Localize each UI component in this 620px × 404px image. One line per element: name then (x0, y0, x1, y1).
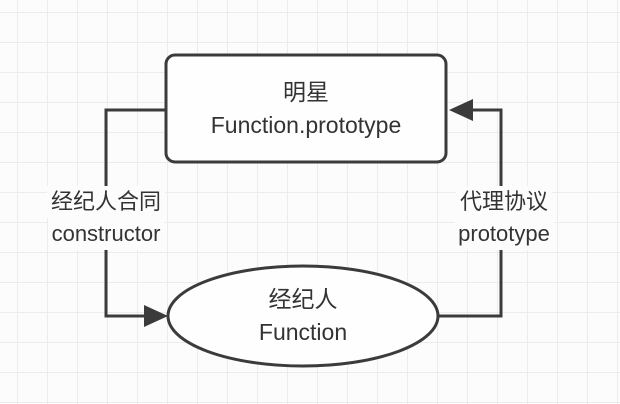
constructor-edge-label-zh: 经纪人合同 (46, 186, 166, 218)
star-node-shape (164, 53, 448, 164)
constructor-edge-arrowhead-icon (144, 305, 168, 327)
star-node-title: 明星 (283, 78, 329, 105)
constructor-edge-label: 经纪人合同 constructor (46, 186, 166, 250)
agent-node-subtitle: Function (258, 319, 348, 345)
constructor-edge-label-en: constructor (47, 218, 165, 250)
prototype-edge-arrowhead-icon (449, 99, 473, 121)
star-node-label: 明星 Function.prototype (166, 55, 446, 162)
prototype-edge-label-zh: 代理协议 (455, 186, 553, 218)
prototype-edge-label-en: prototype (454, 218, 554, 250)
agent-node-label: 经纪人 Function (168, 266, 438, 366)
agent-node-shape (166, 264, 440, 368)
prototype-edge-label: 代理协议 prototype (454, 186, 554, 250)
agent-node-title: 经纪人 (268, 286, 338, 312)
star-node-subtitle: Function.prototype (210, 111, 402, 138)
